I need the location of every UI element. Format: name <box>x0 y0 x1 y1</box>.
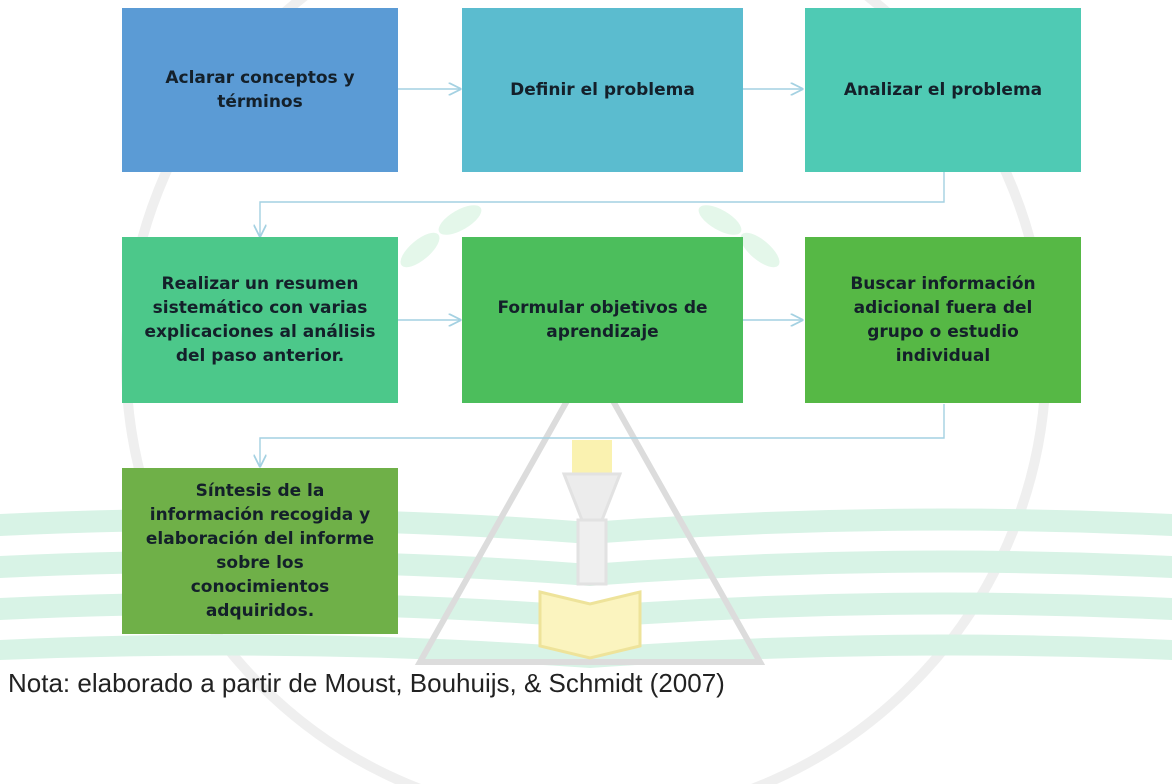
step-box-2: Definir el problema <box>462 8 743 172</box>
step-box-7: Síntesis de la información recogida y el… <box>122 468 398 634</box>
arrow-6-7 <box>260 404 945 466</box>
step-text-3: Analizar el problema <box>843 80 1043 100</box>
step-text-6: Buscar información adicional fuera del g… <box>850 274 1036 366</box>
source-note: Nota: elaborado a partir de Moust, Bouhu… <box>8 668 725 698</box>
step-box-4: Realizar un resumen sistemático con vari… <box>122 237 398 403</box>
step-box-1: Aclarar conceptos y términos <box>122 8 398 172</box>
step-box-5: Formular objetivos de aprendizaje <box>462 237 743 403</box>
step-box-6: Buscar información adicional fuera del g… <box>805 237 1081 403</box>
arrow-3-4 <box>260 172 945 236</box>
step-text-7: Síntesis de la información recogida y el… <box>145 481 375 621</box>
step-text-2: Definir el problema <box>510 80 695 100</box>
step-text-1: Aclarar conceptos y términos <box>165 68 355 112</box>
step-text-4: Realizar un resumen sistemático con vari… <box>144 274 376 366</box>
step-text-5: Formular objetivos de aprendizaje <box>497 298 708 342</box>
step-box-3: Analizar el problema <box>805 8 1081 172</box>
